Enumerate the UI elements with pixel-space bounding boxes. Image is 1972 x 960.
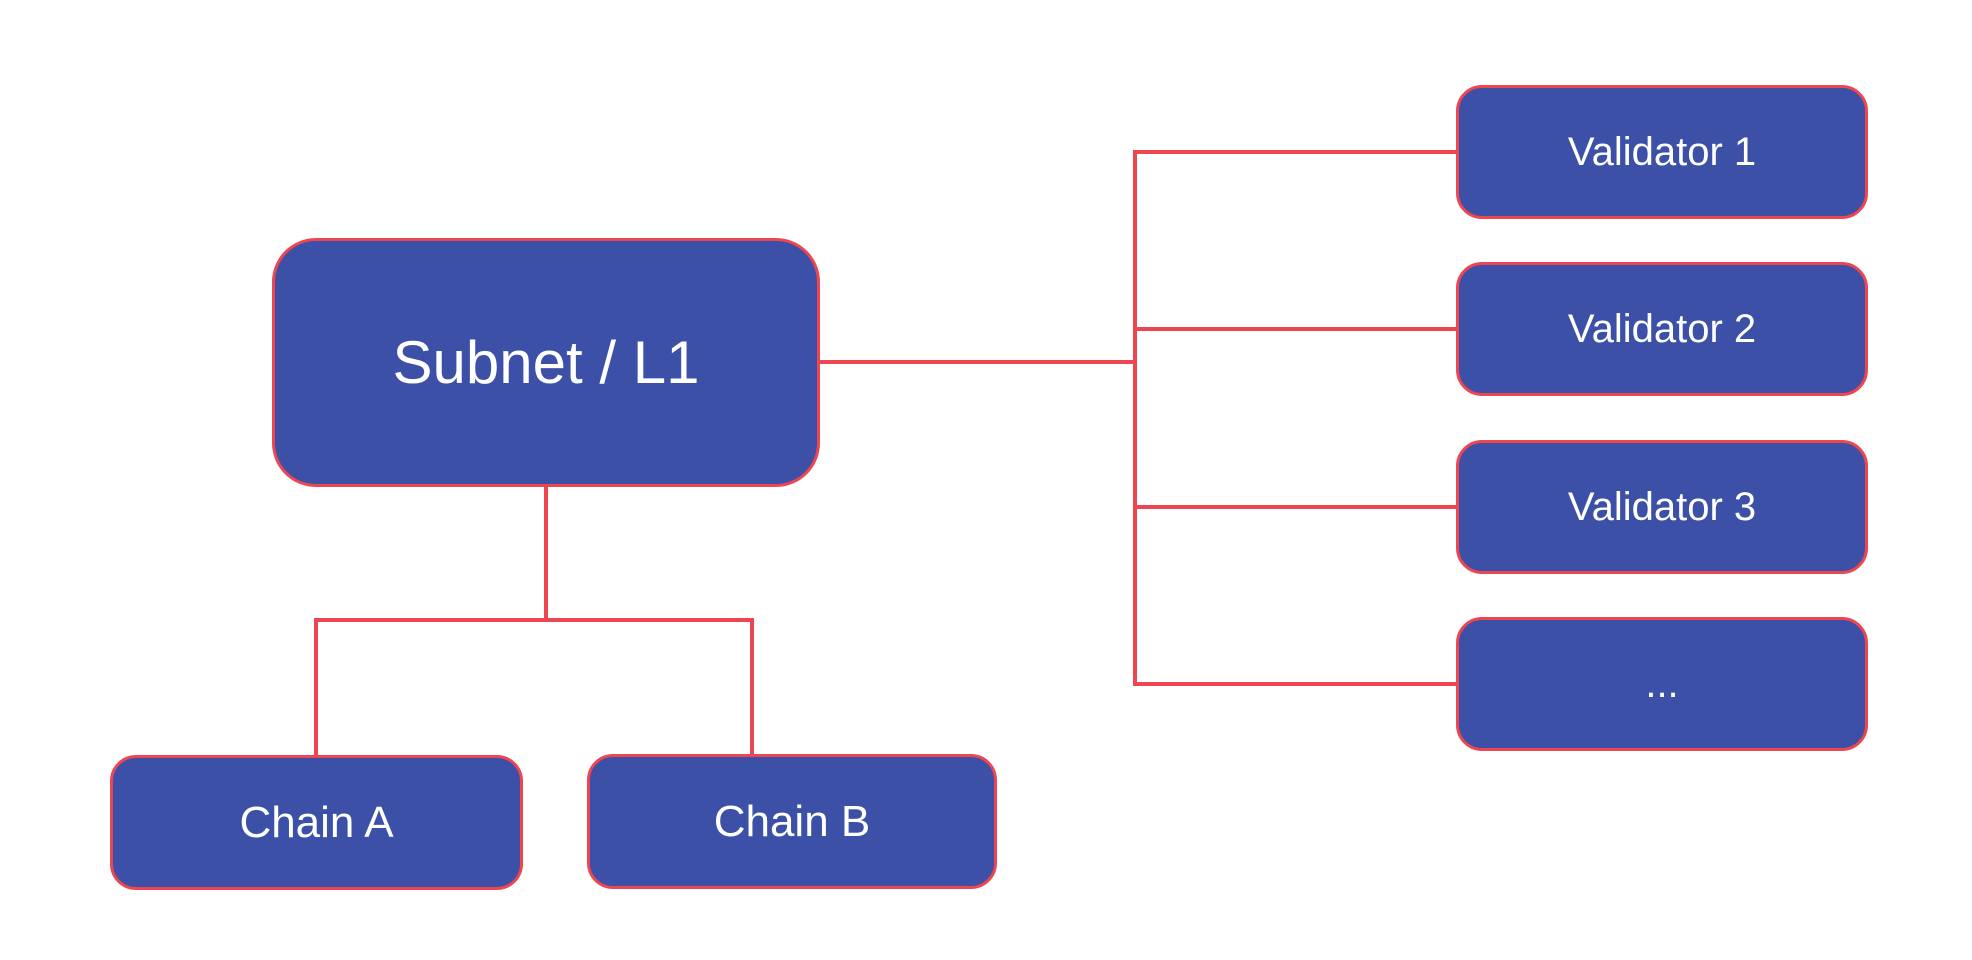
validator-3-node: Validator 3 [1456, 440, 1868, 574]
edge-subnet-to-chain-bar [544, 485, 548, 622]
validator-2-node: Validator 2 [1456, 262, 1868, 396]
validator-more-label: ... [1645, 662, 1679, 706]
validator-1-label: Validator 1 [1567, 130, 1757, 174]
subnet-l1-node: Subnet / L1 [272, 238, 820, 487]
chain-b-node: Chain B [587, 754, 997, 889]
chain-b-label: Chain B [713, 796, 871, 846]
edge-trunk-to-validator-more [1133, 682, 1458, 686]
edge-trunk-to-validator-3 [1133, 505, 1458, 509]
validator-2-label: Validator 2 [1567, 307, 1757, 351]
validator-1-node: Validator 1 [1456, 85, 1868, 219]
subnet-l1-label: Subnet / L1 [392, 328, 700, 396]
edge-subnet-to-validator-trunk [818, 360, 1137, 364]
chain-a-node: Chain A [110, 755, 523, 890]
edge-bar-to-chain-b [750, 618, 754, 757]
edge-trunk-to-validator-2 [1133, 327, 1458, 331]
edge-chain-bar [314, 618, 754, 622]
edge-bar-to-chain-a [314, 618, 318, 758]
validator-3-label: Validator 3 [1567, 485, 1757, 529]
chain-a-label: Chain A [239, 797, 394, 847]
edge-trunk-to-validator-1 [1133, 150, 1458, 154]
validator-more-node: ... [1456, 617, 1868, 751]
edge-validator-trunk [1133, 150, 1137, 686]
